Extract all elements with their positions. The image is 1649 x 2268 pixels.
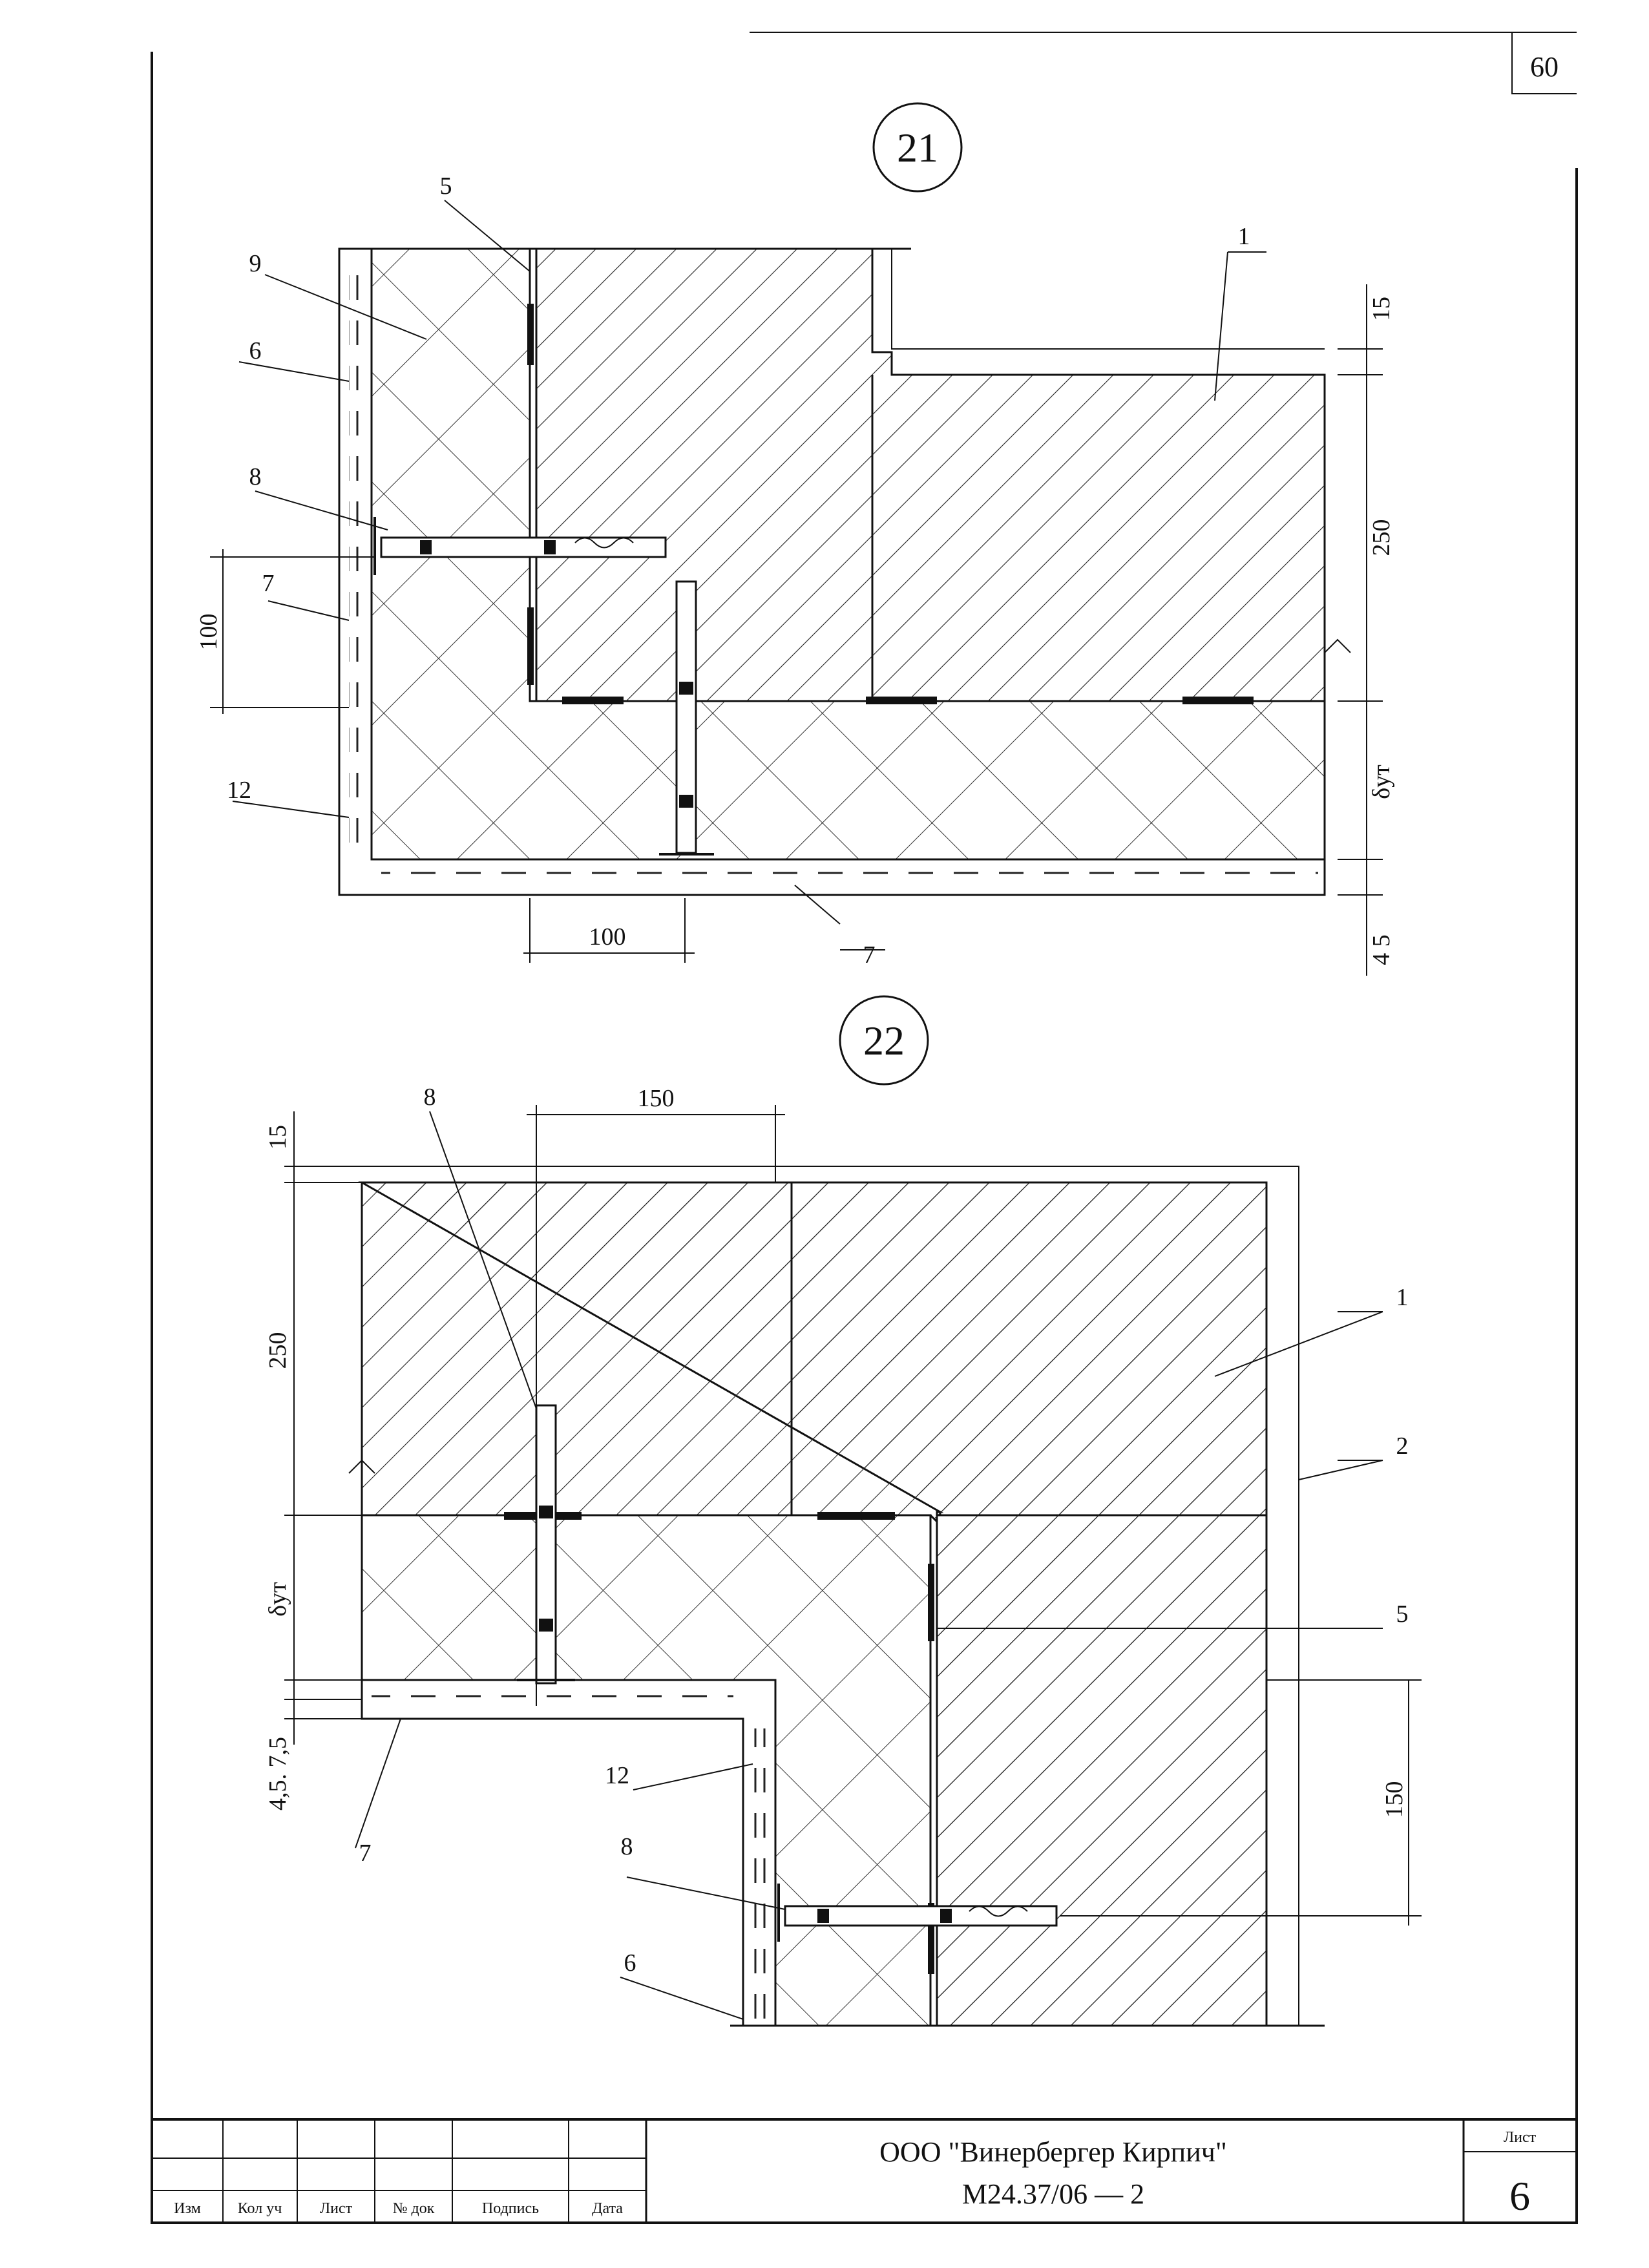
stamp-header-kol-uch: Кол уч [238, 2200, 282, 2217]
callout-1: 1 [1238, 223, 1250, 250]
callout-5-22: 5 [1396, 1601, 1409, 1628]
plaster-layer-22 [361, 1679, 777, 2027]
callout-6: 6 [249, 337, 262, 364]
dowel-anchor-vertical [659, 580, 714, 856]
stamp-header-n-dok: № док [393, 2200, 435, 2217]
dim-4-5-7-5: 4,5. 7,5 [264, 1737, 291, 1811]
callout-8b-22: 8 [621, 1833, 633, 1860]
title-block [151, 2118, 1578, 2224]
detail-22: 22 [264, 995, 1422, 2027]
stamp-header-podpis: Подпись [482, 2200, 539, 2217]
detail-21-circle [872, 102, 963, 193]
plaster-layer [338, 247, 1326, 896]
dim-15-22: 15 [264, 1125, 291, 1150]
callout-8-22: 8 [424, 1084, 436, 1111]
callout-7: 7 [262, 570, 275, 597]
document-code: М24.37/06 — 2 [962, 2178, 1144, 2210]
dim-150-right: 150 [1381, 1781, 1408, 1818]
sheet-label: Лист [1504, 2129, 1537, 2146]
callout-12-22: 12 [605, 1762, 629, 1789]
callout-5: 5 [440, 173, 452, 200]
callout-6-22: 6 [624, 1949, 636, 1977]
detail-22-number: 22 [863, 1018, 905, 1064]
page-number: 60 [1530, 51, 1559, 83]
adhesive-strips [527, 304, 1254, 704]
callout-8: 8 [249, 463, 262, 490]
brick-wall [535, 247, 1326, 702]
dim-150-top: 150 [638, 1085, 675, 1112]
detail-21: 21 [195, 102, 1395, 976]
dowel-anchor-horizontal-22 [777, 1884, 1058, 1942]
dim-250: 250 [1368, 520, 1395, 556]
detail-21-number: 21 [897, 125, 938, 171]
callout-9: 9 [249, 250, 262, 277]
sheet-number: 6 [1509, 2173, 1530, 2219]
callout-12: 12 [227, 777, 251, 804]
dim-100-horizontal: 100 [589, 923, 626, 950]
detail-22-circle [839, 995, 929, 1086]
detail-21-callouts [232, 200, 1266, 950]
dim-100-vertical: 100 [195, 614, 222, 651]
callout-1-22: 1 [1396, 1284, 1409, 1311]
stamp-header-list: Лист [320, 2200, 353, 2217]
company-name: ООО "Винербергер Кирпич" [879, 2136, 1227, 2168]
dim-15: 15 [1368, 297, 1395, 321]
detail-22-dimensions [284, 1105, 1422, 1926]
dim-insulation-thickness: δут [1368, 764, 1395, 799]
insulation-22 [361, 1514, 932, 2027]
dim-4-5: 4 5 [1368, 934, 1395, 965]
dim-insulation-22: δут [264, 1582, 291, 1617]
stamp-header-data: Дата [592, 2200, 623, 2217]
stamp-header-izm: Изм [174, 2200, 201, 2217]
callout-2-22: 2 [1396, 1433, 1409, 1460]
dim-250-22: 250 [264, 1332, 291, 1369]
callout-7-bottom: 7 [863, 941, 876, 969]
detail-22-callouts [355, 1111, 1383, 2020]
callout-7-22: 7 [359, 1840, 372, 1867]
detail-21-dimensions [210, 284, 1383, 976]
